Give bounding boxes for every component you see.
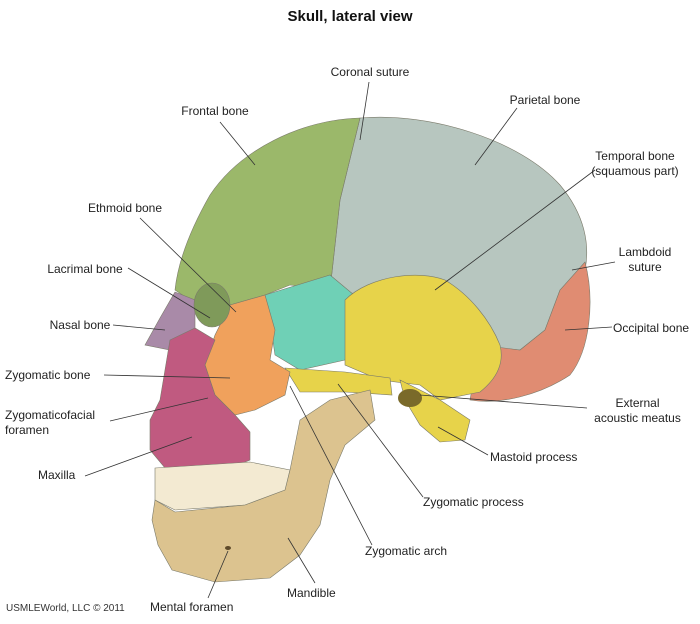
label-lambdoid-suture: Lambdoid suture <box>605 245 685 275</box>
occipital-bone-region <box>469 261 591 402</box>
leader-zygomaticofacial <box>109 397 209 422</box>
external-acoustic-meatus-hole <box>398 389 422 407</box>
leader-zygomatic-bone <box>103 374 231 379</box>
leader-mental-foramen <box>207 550 229 599</box>
leader-lambdoid <box>571 261 616 271</box>
mental-foramen-hole <box>225 546 231 550</box>
label-occipital-bone: Occipital bone <box>613 321 690 335</box>
leader-ethmoid <box>139 217 237 313</box>
leader-frontal <box>219 121 256 166</box>
label-mandible: Mandible <box>287 586 336 600</box>
label-external-acoustic-line1: External <box>615 396 660 410</box>
label-mental-foramen: Mental foramen <box>150 600 234 614</box>
leader-lines <box>84 81 616 599</box>
leader-external-acoustic <box>419 394 588 409</box>
label-zygomaticofacial-line1: Zygomaticofacial <box>5 408 96 422</box>
leader-occipital <box>564 326 613 331</box>
mandible-region <box>151 389 376 583</box>
diagram-title: Skull, lateral view <box>287 8 413 25</box>
label-zygomaticofacial-foramen: Zygomaticofacial foramen <box>5 408 95 438</box>
label-ethmoid-bone: Ethmoid bone <box>87 201 163 215</box>
label-coronal-suture: Coronal suture <box>330 65 410 79</box>
leader-lacrimal <box>127 267 211 319</box>
zygomatic-arch-region <box>284 367 393 396</box>
label-zygomatic-process: Zygomatic process <box>423 495 524 509</box>
label-external-acoustic-line2: acoustic meatus <box>594 411 681 425</box>
label-temporal-bone-line1: Temporal bone <box>595 149 675 163</box>
temporal-bone-region <box>344 274 502 401</box>
label-zygomatic-arch: Zygomatic arch <box>365 544 448 558</box>
label-lambdoid-line2: suture <box>628 260 662 274</box>
label-temporal-bone: Temporal bone (squamous part) <box>575 149 695 179</box>
label-frontal-bone: Frontal bone <box>181 104 249 118</box>
orbit-region <box>193 282 231 328</box>
label-lacrimal-bone: Lacrimal bone <box>47 262 123 276</box>
copyright-credit: USMLEWorld, LLC © 2011 <box>6 603 125 614</box>
label-mastoid-process: Mastoid process <box>490 450 578 464</box>
label-nasal-bone: Nasal bone <box>49 318 111 332</box>
leader-mastoid <box>437 426 489 456</box>
leader-zygomatic-process <box>337 383 424 498</box>
leader-nasal <box>112 324 166 331</box>
leader-zygomatic-arch <box>289 385 373 546</box>
label-lambdoid-line1: Lambdoid <box>618 245 672 259</box>
label-temporal-bone-line2: (squamous part) <box>591 164 679 178</box>
leader-coronal <box>359 81 370 141</box>
leader-maxilla <box>84 436 193 477</box>
label-external-acoustic-meatus: External acoustic meatus <box>580 396 695 426</box>
label-parietal-bone: Parietal bone <box>509 93 581 107</box>
label-zygomaticofacial-line2: foramen <box>5 423 50 437</box>
leader-parietal <box>474 107 518 166</box>
label-zygomatic-bone: Zygomatic bone <box>5 368 91 382</box>
maxilla-region <box>149 327 251 471</box>
leader-temporal <box>434 169 596 291</box>
label-maxilla: Maxilla <box>38 468 76 482</box>
leader-mandible <box>287 537 316 584</box>
